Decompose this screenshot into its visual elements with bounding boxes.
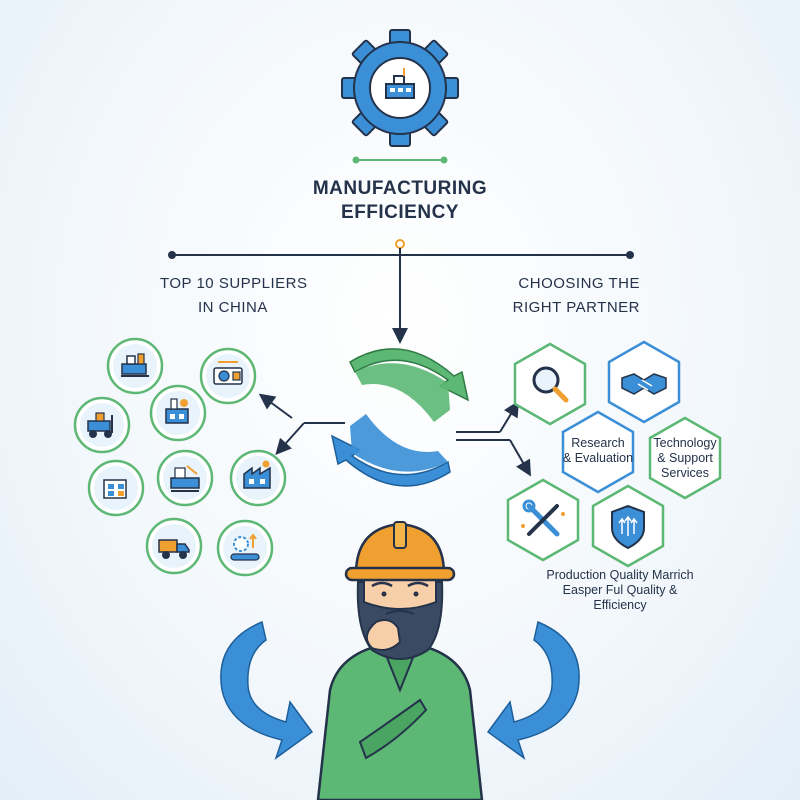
hexagon-technology-label: Technology & Support Services: [637, 436, 733, 481]
forklift-icon: [73, 396, 131, 454]
lathe-icon: [199, 347, 257, 405]
worker-icon: [316, 521, 484, 800]
title-line-1: MANUFACTURING: [312, 178, 488, 199]
title-divider: [352, 156, 448, 164]
factory-icon: [229, 449, 287, 507]
truck-icon: [145, 517, 203, 575]
left-branch-label: TOP 10 SUPPLIERS IN CHINA: [160, 272, 308, 320]
partner-hexagons: [506, 340, 722, 568]
right-connectors: [456, 400, 531, 477]
technology-line-1: Technology: [653, 436, 717, 450]
hexagon-shield: [591, 484, 665, 568]
right-branch-label: CHOOSING THE RIGHT PARTNER: [508, 272, 640, 320]
hexagon-research: [561, 410, 635, 494]
tools-icon: [521, 499, 565, 537]
hexagon-handshake: [607, 340, 681, 424]
right-branch-line-1: CHOOSING THE: [518, 275, 640, 292]
branch-line: [168, 239, 634, 344]
right-branch-line-2: RIGHT PARTNER: [512, 299, 640, 316]
research-line-1: Research: [571, 436, 625, 450]
cycle-arrows-icon: [330, 348, 470, 487]
bottom-caption-line-3: Efficiency: [593, 598, 647, 612]
conveyor-icon: [216, 519, 274, 577]
research-line-2: & Evaluation: [562, 451, 634, 465]
bottom-caption: Production Quality Marrich Easper Ful Qu…: [540, 568, 700, 613]
factory-icon: [385, 68, 415, 99]
supplier-icons: [73, 337, 287, 577]
hexagon-magnifier: [513, 342, 587, 426]
bottom-arrows: [220, 620, 580, 760]
technology-line-3: Services: [661, 466, 709, 480]
hexagon-research-label: Research & Evaluation: [550, 436, 646, 466]
bottom-caption-line-2: Easper Ful Quality &: [562, 583, 678, 597]
factory-icon: [149, 384, 207, 442]
hexagon-technology: [648, 416, 722, 500]
magnifier-icon: [532, 366, 569, 403]
left-connectors: [258, 393, 345, 455]
shield-icon: [611, 504, 645, 550]
left-branch-line-2: IN CHINA: [198, 299, 268, 316]
gear-icon: [341, 29, 459, 147]
handshake-icon: [621, 373, 667, 395]
hexagon-tools: [506, 478, 580, 562]
left-branch-line-1: TOP 10 SUPPLIERS: [160, 275, 308, 292]
technology-line-2: & Support: [657, 451, 713, 465]
title-line-2: EFFICIENCY: [341, 202, 459, 223]
factory-icon: [87, 459, 145, 517]
factory-icon: [156, 449, 214, 507]
bottom-caption-line-1: Production Quality Marrich: [546, 568, 694, 582]
machinery-icon: [106, 337, 164, 395]
